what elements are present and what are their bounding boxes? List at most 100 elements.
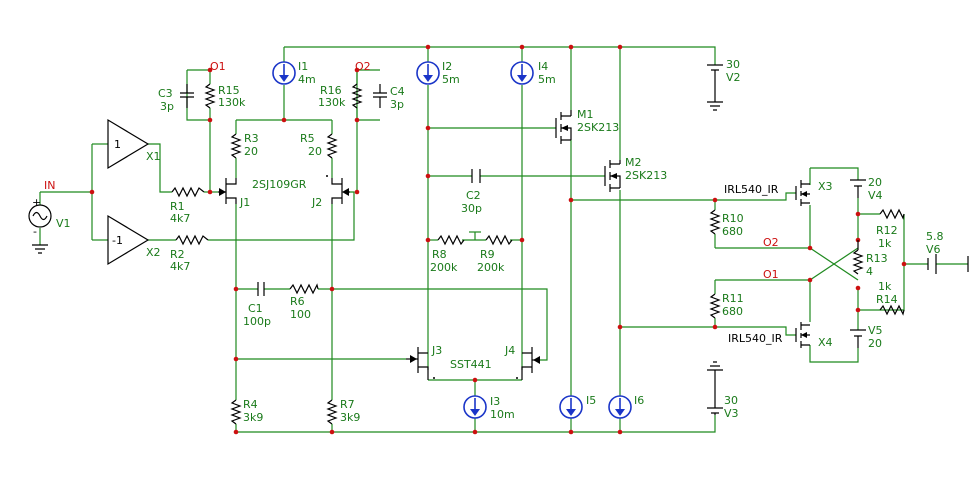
svg-text:R8: R8 [432, 248, 447, 261]
svg-text:R6: R6 [290, 295, 305, 308]
svg-text:R13: R13 [866, 252, 888, 265]
svg-text:J4: J4 [504, 344, 515, 357]
mosfet-m1: M1 2SK213 [555, 108, 619, 144]
resistor-r5: R5 20 [300, 132, 338, 159]
svg-text:4m: 4m [298, 73, 316, 86]
current-source-i5: I5 [559, 394, 596, 419]
svg-text:30: 30 [726, 58, 740, 71]
svg-text:4k7: 4k7 [170, 260, 190, 273]
resistor-r14: 1k R14 [876, 280, 905, 316]
voltage-source-v4: 20 V4 [850, 176, 883, 202]
svg-text:I2: I2 [442, 60, 452, 73]
svg-text:R14: R14 [876, 293, 898, 306]
svg-text:200k: 200k [477, 261, 505, 274]
voltage-source-v3: 30 V3 [707, 361, 739, 420]
svg-text:R15: R15 [218, 84, 240, 97]
resistor-r2: R2 4k7 [170, 234, 209, 273]
svg-text:5.8: 5.8 [926, 230, 944, 243]
resistor-r8: R8 200k [430, 234, 465, 274]
svg-text:130k: 130k [318, 96, 346, 109]
x1-label: X1 [146, 150, 161, 163]
svg-text:V6: V6 [926, 243, 941, 256]
jfet-pair-j1-j2-part: 2SJ109GR [252, 178, 307, 191]
resistor-r13: R13 4 [852, 240, 888, 278]
svg-text:R7: R7 [340, 398, 355, 411]
jfet-pair-j3-j4-part: SST441 [450, 358, 492, 371]
current-source-i1: I1 4m [272, 60, 316, 86]
svg-text:680: 680 [722, 305, 743, 318]
svg-text:30: 30 [724, 394, 738, 407]
jfet-j4: J4 [504, 344, 540, 380]
node-label-o2: O2 [763, 236, 779, 249]
svg-text:V2: V2 [726, 71, 741, 84]
svg-text:J1: J1 [239, 196, 250, 209]
svg-text:20: 20 [868, 337, 882, 350]
current-source-i2: I2 5m [416, 60, 460, 86]
node-label-o1: O1 [763, 268, 779, 281]
svg-text:R12: R12 [876, 224, 898, 237]
resistor-r11: R11 680 [709, 292, 744, 319]
node-label-o1-top: O1 [210, 60, 226, 73]
resistor-r7: R7 3k9 [326, 398, 360, 425]
capacitor-c3: C3 3p [158, 84, 194, 113]
svg-text:M1: M1 [577, 108, 594, 121]
svg-text:X4: X4 [818, 336, 833, 349]
svg-text:J2: J2 [311, 196, 322, 209]
mosfet-x3: X3 IRL540_IR [724, 180, 833, 206]
svg-text:30p: 30p [461, 202, 482, 215]
svg-text:4: 4 [866, 265, 873, 278]
resistor-r15: R15 130k [204, 83, 246, 109]
svg-text:R1: R1 [170, 200, 185, 213]
svg-text:R2: R2 [170, 248, 185, 261]
svg-text:3p: 3p [390, 98, 404, 111]
svg-text:C2: C2 [466, 189, 481, 202]
voltage-source-v6: 5.8 V6 [926, 230, 969, 274]
svg-text:200k: 200k [430, 261, 458, 274]
svg-text:R10: R10 [722, 212, 744, 225]
svg-text:+: + [32, 196, 41, 209]
svg-text:R9: R9 [480, 248, 495, 261]
svg-text:1k: 1k [878, 280, 892, 293]
voltage-source-v5: V5 20 [850, 324, 883, 350]
svg-text:V3: V3 [724, 407, 739, 420]
node-label-in: IN [44, 179, 55, 192]
svg-text:680: 680 [722, 225, 743, 238]
svg-text:3k9: 3k9 [243, 411, 263, 424]
svg-text:C1: C1 [248, 302, 263, 315]
svg-text:V4: V4 [868, 189, 883, 202]
svg-text:20: 20 [308, 145, 322, 158]
voltage-source-v2: 30 V2 [707, 58, 741, 111]
svg-text:R16: R16 [320, 84, 342, 97]
resistor-r16: R16 130k [318, 83, 363, 109]
svg-text:IRL540_IR: IRL540_IR [724, 183, 779, 196]
svg-text:R3: R3 [244, 132, 259, 145]
svg-text:J3: J3 [431, 344, 442, 357]
svg-text:20: 20 [244, 145, 258, 158]
capacitor-c4: C4 3p [373, 84, 405, 111]
mosfet-m2: M2 2SK213 [604, 156, 667, 192]
svg-text:R5: R5 [300, 132, 315, 145]
svg-text:3p: 3p [160, 100, 174, 113]
jfet-j1: J1 [218, 178, 250, 209]
svg-text:5m: 5m [442, 73, 460, 86]
svg-text:-: - [33, 225, 37, 238]
svg-text:4k7: 4k7 [170, 212, 190, 225]
junctions [89, 44, 907, 435]
svg-text:C3: C3 [158, 87, 173, 100]
svg-text:X3: X3 [818, 180, 833, 193]
svg-text:1k: 1k [878, 237, 892, 250]
svg-text:2SK213: 2SK213 [625, 169, 667, 182]
resistor-r4: R4 3k9 [230, 398, 263, 425]
svg-text:IRL540_IR: IRL540_IR [728, 332, 783, 345]
resistor-r1: R1 4k7 [170, 186, 205, 225]
resistor-r10: R10 680 [709, 209, 744, 238]
jfet-j3: J3 [406, 344, 442, 380]
svg-text:10m: 10m [490, 408, 515, 421]
v1-label: V1 [56, 217, 71, 230]
current-source-i3: I3 10m [463, 395, 515, 421]
svg-text:I6: I6 [634, 394, 644, 407]
x1-buffer: 1 X1 [107, 118, 161, 170]
v1-sine-source: + - V1 [28, 196, 71, 254]
svg-text:I5: I5 [586, 394, 596, 407]
